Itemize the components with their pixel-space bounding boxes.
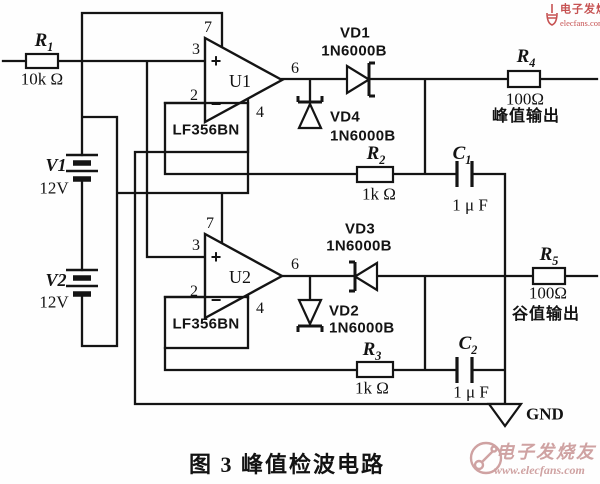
c2-ref-label: C2 [458, 333, 478, 357]
u2-ref-label: U2 [229, 267, 251, 287]
u1-plus-sign: + [210, 51, 222, 71]
u2-part-label: LF356BN [172, 315, 240, 333]
gnd-label: GND [526, 404, 564, 424]
vd1-ref-label: VD1 [339, 24, 371, 42]
r4-value-label: 100Ω [505, 89, 545, 109]
wires [1, 11, 599, 406]
c2-value-label: 1 μ F [453, 382, 489, 402]
c1-value-label: 1 μ F [452, 195, 488, 215]
u2-pin2-label: 2 [190, 283, 198, 300]
r1-symbol [24, 52, 60, 70]
u2-pin7-label: 7 [206, 215, 214, 232]
watermark-top-site: elecfans.com [560, 17, 600, 28]
vd3-part-label: 1N6000B [326, 237, 392, 255]
u1-ref-label: U1 [229, 71, 251, 91]
r3-symbol [355, 360, 395, 379]
vd4-ref-label: VD4 [330, 108, 361, 126]
elecfans-logo-icon [469, 441, 503, 475]
u2-pin6-label: 6 [291, 256, 299, 273]
u2-pin3-label: 3 [192, 237, 200, 254]
watermark-bottom-site: www.elecfans.com [494, 463, 585, 477]
watermark-bottom-brand: 电子发烧友 [496, 442, 596, 462]
r4-symbol [506, 69, 542, 89]
u1-pin4-label: 4 [256, 104, 264, 121]
u1-pin7-label: 7 [204, 19, 212, 36]
v2-battery-symbol [66, 268, 98, 297]
gnd-symbol [486, 402, 524, 428]
vd2-ref-label: VD2 [329, 302, 360, 320]
u2-plus-sign: + [210, 247, 222, 267]
c2-capacitor-symbol [455, 357, 474, 383]
vd3-diode-symbol [349, 260, 379, 293]
v1-battery-symbol [66, 153, 98, 182]
u1-opamp-triangle [203, 35, 285, 125]
r5-ref-label: R5 [539, 244, 559, 268]
u1-part-label: LF356BN [172, 121, 240, 139]
u1-pin2-label: 2 [190, 87, 198, 104]
v1-ref-label: V1 [45, 155, 67, 175]
figure-caption: 图 3 峰值检波电路 [188, 452, 386, 477]
v2-ref-label: V2 [45, 270, 67, 290]
r4-ref-label: R4 [516, 46, 536, 70]
u2-pin4-label: 4 [256, 300, 264, 317]
r2-symbol [355, 165, 395, 184]
r5-value-label: 100Ω [528, 283, 568, 303]
valley-output-label: 谷值输出 [511, 306, 581, 323]
u1-minus-sign: − [210, 94, 222, 114]
vd4-part-label: 1N6000B [330, 127, 396, 145]
vd1-part-label: 1N6000B [321, 42, 387, 60]
r2-value-label: 1k Ω [362, 184, 396, 204]
u1-pin3-label: 3 [192, 41, 200, 58]
r3-ref-label: R3 [362, 339, 382, 363]
r2-ref-label: R2 [366, 143, 386, 167]
vd2-part-label: 1N6000B [329, 319, 395, 337]
r3-value-label: 1k Ω [355, 378, 389, 398]
vd2-zener-symbol [296, 298, 324, 332]
peak-output-label: 峰值输出 [491, 108, 561, 125]
vd3-ref-label: VD3 [344, 220, 376, 238]
c1-capacitor-symbol [455, 161, 474, 187]
v2-value-label: 12V [39, 292, 69, 312]
watermark-top-brand: 电子发烧友 [560, 3, 600, 16]
u1-part-box [163, 101, 250, 154]
vd1-diode-symbol [345, 61, 375, 98]
hand-icon [546, 4, 558, 26]
c1-ref-label: C1 [452, 143, 472, 167]
u2-part-box [163, 295, 250, 350]
u2-minus-sign: − [210, 290, 222, 310]
u1-pin6-label: 6 [291, 60, 299, 77]
r1-ref-label: R1 [34, 30, 54, 54]
r5-symbol [531, 266, 567, 286]
v1-value-label: 12V [39, 178, 69, 198]
vd4-zener-symbol [296, 96, 324, 130]
r1-value-label: 10k Ω [20, 69, 64, 89]
